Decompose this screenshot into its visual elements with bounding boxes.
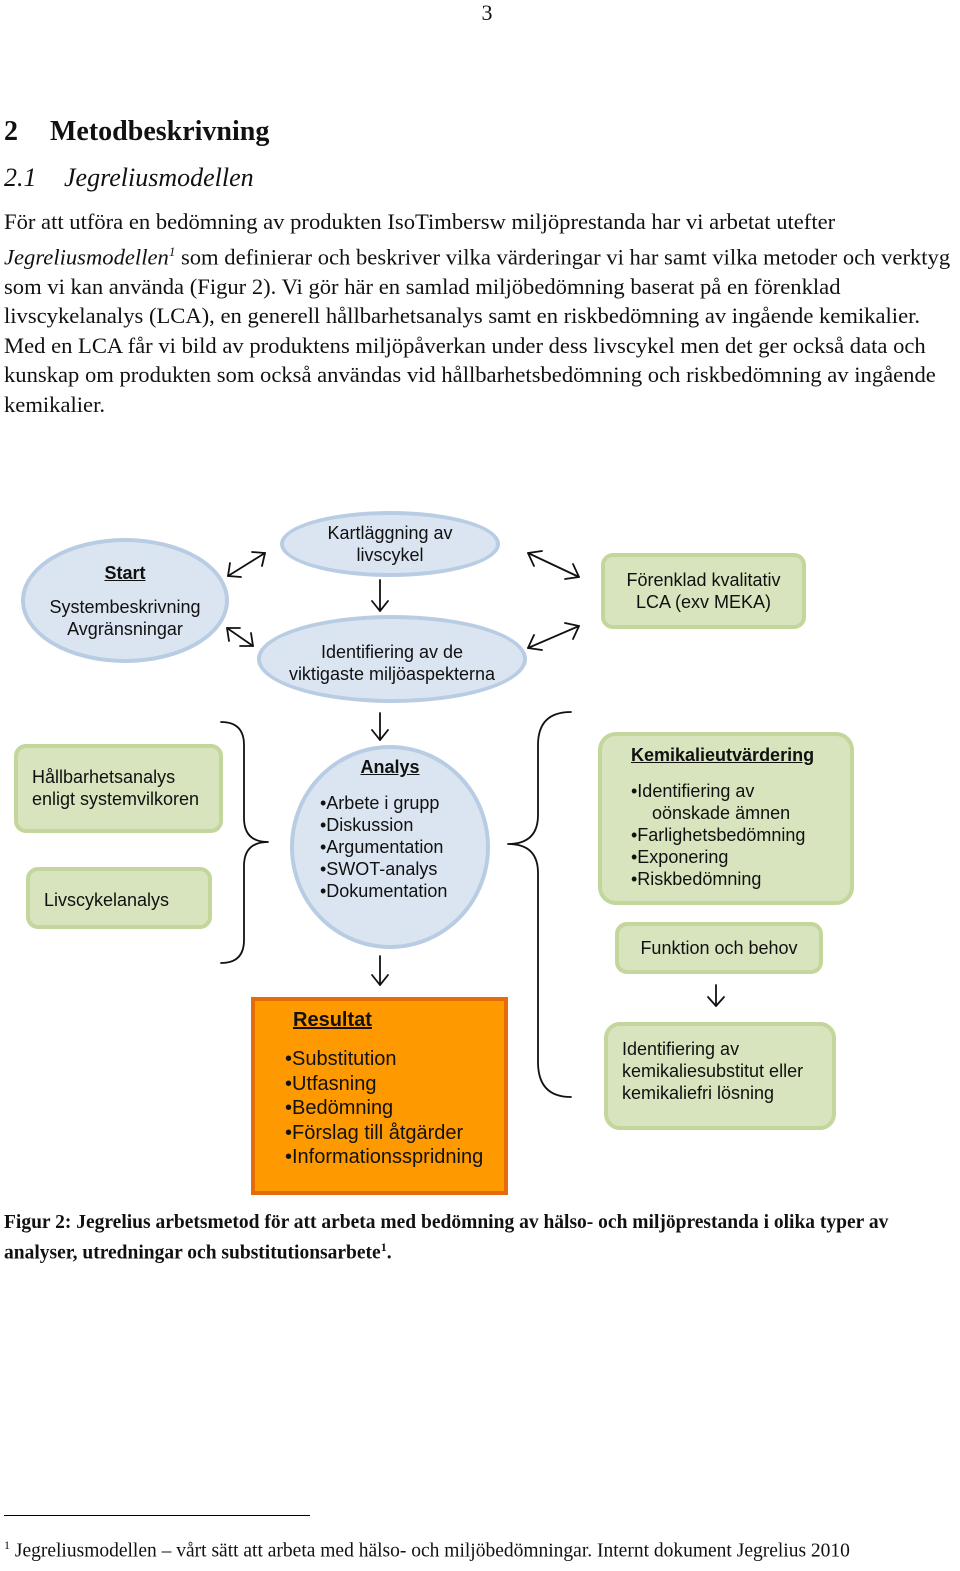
start-line-2: Avgränsningar: [67, 618, 183, 639]
list-item: •Dokumentation: [320, 881, 448, 901]
substitut-box: Identifiering av kemikaliesubstitut elle…: [604, 1022, 836, 1130]
down-arrow-icon: [371, 712, 389, 741]
forenklad-line-2: LCA (exv MEKA): [635, 592, 772, 612]
start-line-1: Systembeskrivning: [49, 596, 201, 617]
analys-list: •Arbete i grupp •Diskussion •Argumentati…: [320, 792, 447, 902]
hallbarhet-line-2: enligt systemvilkoren: [32, 789, 200, 809]
caption-text: Figur 2: Jegrelius arbetsmetod för att a…: [4, 1212, 889, 1264]
section-number: 2: [4, 116, 18, 147]
list-item: •Informationsspridning: [285, 1146, 484, 1168]
analys-title: Analys: [360, 757, 420, 777]
list-item: •Identifiering av: [631, 781, 755, 801]
double-arrow-icon: [527, 622, 580, 651]
hallbarhetsanalys-box: Hållbarhetsanalys enligt systemvilkoren: [14, 744, 223, 833]
analys-oval: Analys •Arbete i grupp •Diskussion •Argu…: [290, 745, 490, 949]
funktion-box: Funktion och behov: [615, 922, 823, 974]
footnote-number: 1: [4, 1538, 10, 1552]
substitut-line-1: Identifiering av: [622, 1039, 740, 1059]
caption-reference: 1: [380, 1240, 387, 1254]
list-item: •Förslag till åtgärder: [285, 1121, 464, 1144]
list-item: •Bedömning: [285, 1097, 394, 1119]
subsection-title: Jegreliusmodellen: [64, 163, 254, 192]
start-title: Start: [104, 562, 146, 583]
kartlaggning-oval: Kartläggning av livscykel: [280, 511, 500, 577]
caption-end: .: [386, 1242, 392, 1264]
substitut-line-3: kemikaliefri lösning: [622, 1083, 775, 1103]
right-brace-icon: [507, 711, 572, 1098]
page-number: 3: [481, 0, 493, 25]
paragraph-text-1: För att utföra en bedömning av produkten…: [4, 209, 836, 234]
section-heading: 2 Metodbeskrivning: [4, 116, 269, 148]
list-item: •Diskussion: [320, 815, 414, 835]
footnote: 1 Jegreliusmodellen – vårt sätt att arbe…: [4, 1538, 850, 1563]
list-item: •Substitution: [285, 1048, 397, 1070]
forenklad-line-1: Förenklad kvalitativ: [626, 570, 781, 590]
down-arrow-icon: [707, 984, 725, 1007]
kemikalieutvardering-box: Kemikalieutvärdering •Identifiering av o…: [598, 732, 854, 905]
paragraph-text-2: som definierar och beskriver vilka värde…: [4, 244, 951, 417]
identifiering-line-1: Identifiering av de: [320, 642, 464, 662]
resultat-list: •Substitution •Utfasning •Bedömning •För…: [285, 1047, 483, 1170]
identifiering-oval: Identifiering av de viktigaste miljöaspe…: [257, 615, 527, 703]
funktion-label: Funktion och behov: [640, 938, 798, 958]
list-item: •SWOT-analys: [320, 859, 438, 879]
double-arrow-icon: [527, 550, 580, 580]
resultat-box: Resultat •Substitution •Utfasning •Bedöm…: [251, 997, 508, 1195]
list-item: •Argumentation: [320, 837, 444, 857]
livscykelanalys-label: Livscykelanalys: [44, 890, 170, 910]
list-item: •Utfasning: [285, 1072, 377, 1095]
forenklad-lca-box: Förenklad kvalitativ LCA (exv MEKA): [601, 553, 806, 629]
list-item: •Farlighetsbedömning: [631, 825, 806, 845]
list-item: •Exponering: [631, 847, 729, 867]
hallbarhet-line-1: Hållbarhetsanalys: [32, 767, 176, 787]
figure-caption: Figur 2: Jegrelius arbetsmetod för att a…: [4, 1211, 958, 1266]
identifiering-line-2: viktigaste miljöaspekterna: [288, 664, 496, 684]
list-item: •Arbete i grupp: [320, 793, 440, 813]
section-title: Metodbeskrivning: [50, 116, 270, 147]
substitut-line-2: kemikaliesubstitut eller: [622, 1061, 804, 1081]
paragraph-italic-term: Jegreliusmodellen: [4, 244, 169, 270]
footnote-text: Jegreliusmodellen – vårt sätt att arbeta…: [10, 1540, 850, 1562]
body-paragraph: För att utföra en bedömning av produkten…: [4, 207, 960, 419]
list-item: oönskade ämnen: [652, 803, 791, 823]
kemikalie-title: Kemikalieutvärdering: [631, 745, 815, 765]
down-arrow-icon: [371, 579, 389, 612]
start-oval: Start Systembeskrivning Avgränsningar: [21, 538, 229, 663]
subsection-heading: 2.1 Jegreliusmodellen: [4, 163, 254, 193]
double-arrow-icon: [227, 551, 266, 578]
livscykelanalys-box: Livscykelanalys: [26, 867, 212, 929]
list-item: •Riskbedömning: [631, 869, 762, 889]
left-brace-icon: [220, 721, 269, 964]
kartlaggning-line-2: livscykel: [356, 545, 424, 565]
footnote-reference: 1: [168, 243, 176, 259]
footnote-divider: [4, 1515, 310, 1516]
subsection-number: 2.1: [4, 163, 37, 192]
double-arrow-icon: [226, 627, 254, 647]
resultat-title: Resultat: [293, 1009, 372, 1031]
kartlaggning-line-1: Kartläggning av: [327, 523, 453, 543]
kemikalie-list: •Identifiering av oönskade ämnen •Farlig…: [631, 780, 805, 890]
down-arrow-icon: [371, 955, 389, 986]
